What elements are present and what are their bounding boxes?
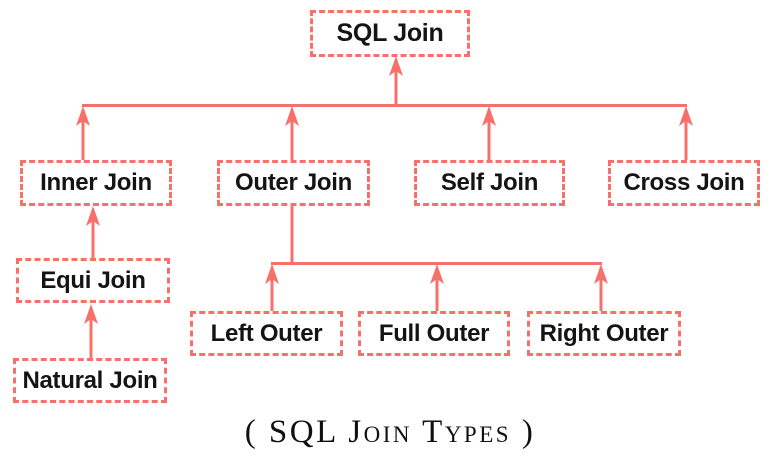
node-full-outer[interactable]: Full Outer xyxy=(358,311,510,356)
node-cross-join-label: Cross Join xyxy=(623,169,745,196)
arrowhead-sql-join xyxy=(389,56,403,76)
arrowhead-inner-join xyxy=(76,106,90,126)
node-self-join-label: Self Join xyxy=(440,169,539,196)
diagram-caption: ( SQL Join Types ) xyxy=(244,414,536,450)
node-left-outer-label: Left Outer xyxy=(210,319,323,347)
node-outer-join-label: Outer Join xyxy=(234,169,352,196)
arrowhead-outer-join xyxy=(285,106,299,126)
node-inner-join[interactable]: Inner Join xyxy=(20,160,172,206)
arrowhead-self-join xyxy=(482,106,496,126)
node-natural-join-label: Natural Join xyxy=(22,366,158,394)
arrowhead-equi-to-inner xyxy=(86,206,100,226)
node-self-join[interactable]: Self Join xyxy=(414,160,565,206)
arrowhead-natural-to-equi xyxy=(84,304,98,324)
arrowhead-cross-join xyxy=(679,106,693,126)
node-natural-join[interactable]: Natural Join xyxy=(13,358,167,403)
arrowhead-full-outer xyxy=(430,264,444,284)
arrowhead-right-outer xyxy=(594,264,608,284)
node-right-outer[interactable]: Right Outer xyxy=(527,311,681,356)
node-left-outer[interactable]: Left Outer xyxy=(190,311,343,356)
node-equi-join[interactable]: Equi Join xyxy=(16,258,170,303)
arrowhead-left-outer xyxy=(265,264,279,284)
node-full-outer-label: Full Outer xyxy=(378,319,490,347)
node-sql-join[interactable]: SQL Join xyxy=(310,10,470,57)
node-equi-join-label: Equi Join xyxy=(40,266,146,294)
node-sql-join-label: SQL Join xyxy=(336,19,444,47)
node-cross-join[interactable]: Cross Join xyxy=(608,160,760,206)
node-outer-join[interactable]: Outer Join xyxy=(217,160,370,206)
node-inner-join-label: Inner Join xyxy=(40,169,152,196)
node-right-outer-label: Right Outer xyxy=(539,319,669,347)
